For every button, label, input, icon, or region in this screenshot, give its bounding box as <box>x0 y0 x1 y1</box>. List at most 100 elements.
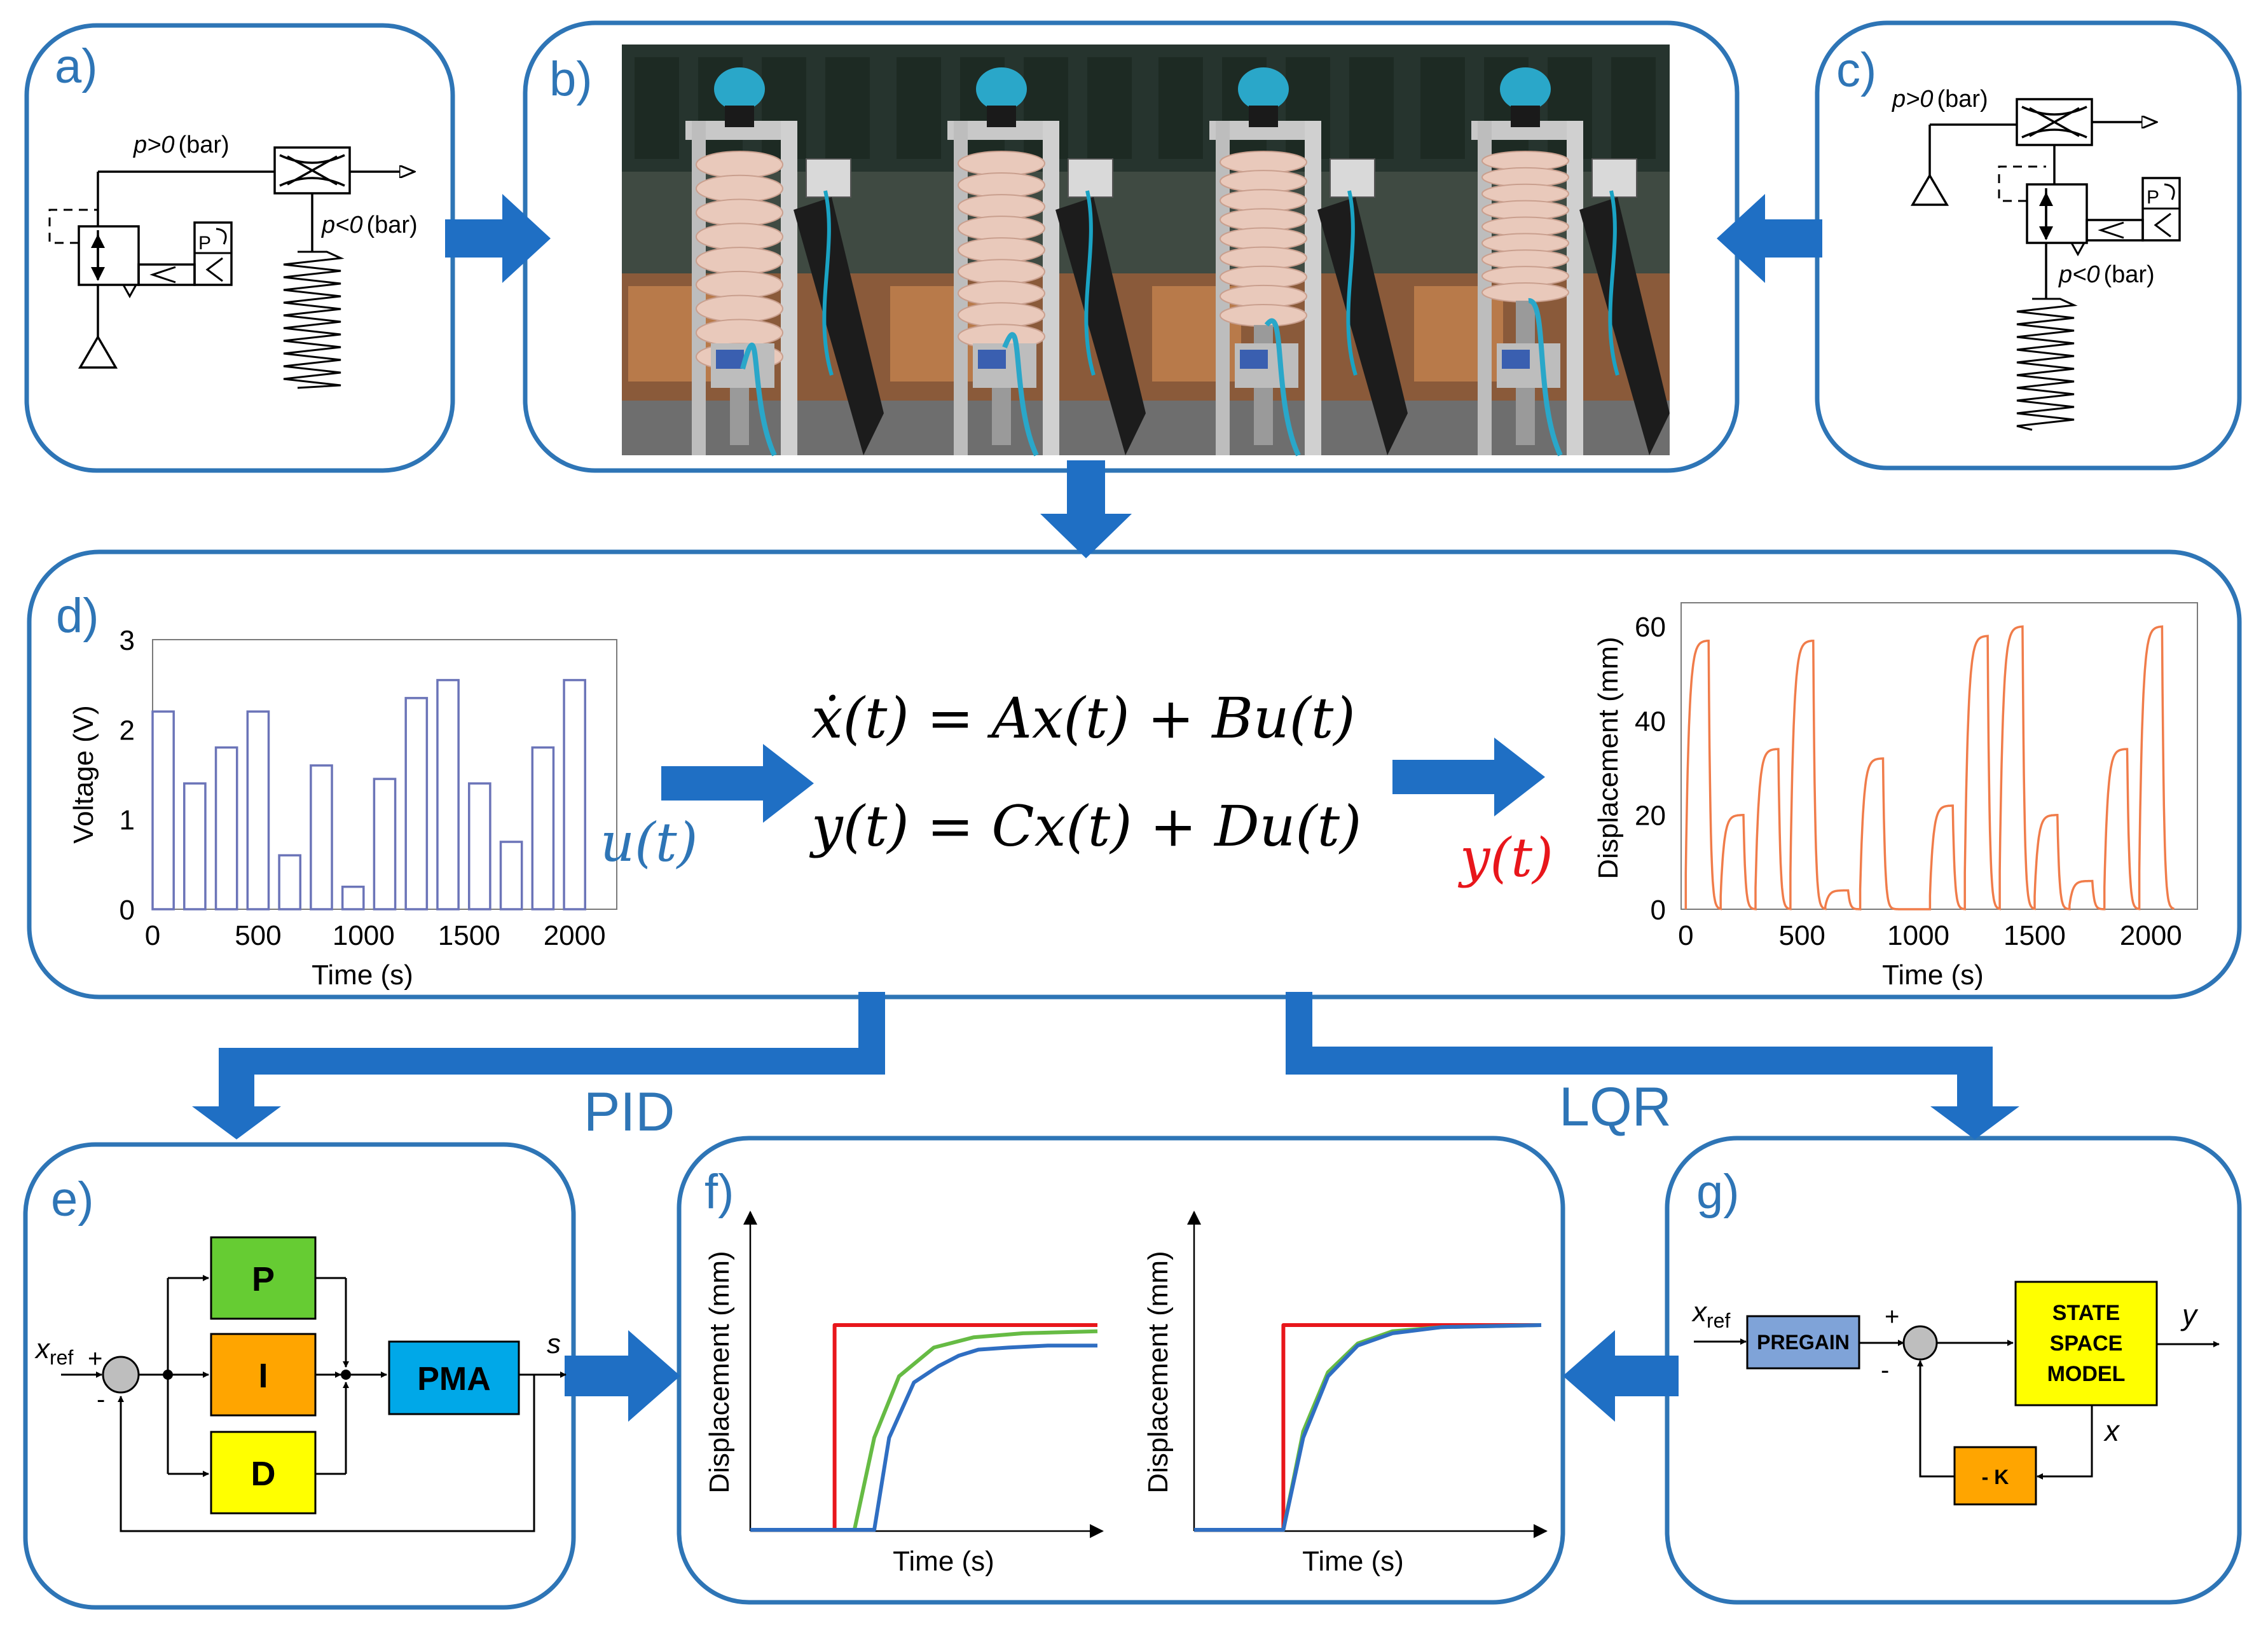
arrow-e-to-f <box>565 1330 680 1422</box>
input-ytick: 1 <box>120 805 135 836</box>
response-green <box>750 1329 1098 1532</box>
model-label-1: STATE <box>2052 1301 2120 1325</box>
arrow-a-to-b <box>445 194 551 283</box>
arrow-pid-branch <box>192 992 885 1139</box>
input-signal-label: u(t) <box>600 811 698 874</box>
output-xtick: 500 <box>1778 920 1825 951</box>
output-xtick: 1500 <box>2003 920 2066 951</box>
input-ytick: 3 <box>120 625 135 656</box>
state-equation: ẋ(t) = Ax(t) + Bu(t) <box>811 685 1356 751</box>
p-block-label: P <box>252 1260 275 1298</box>
output-chart-xlabel: Time (s) <box>1882 959 1984 991</box>
input-bar <box>341 885 365 911</box>
arrow-lqr-branch <box>1286 992 2019 1139</box>
input-bar <box>531 746 555 911</box>
i-block <box>210 1333 317 1417</box>
panel-label-e: e) <box>51 1172 94 1227</box>
input-bar <box>310 764 333 911</box>
input-bar <box>563 678 586 911</box>
panel-label-f: f) <box>704 1165 734 1219</box>
response-pid-ylabel: Displacement (mm) <box>704 1251 735 1493</box>
response-lqr-xlabel: Time (s) <box>1302 1546 1404 1577</box>
lqr-branch-label: LQR <box>1559 1076 1672 1138</box>
pregain-block <box>1746 1315 1860 1370</box>
label-p-pos-a: p>0(bar) <box>133 132 230 158</box>
pid-summing-junction <box>102 1356 140 1394</box>
panel-label-b: b) <box>549 52 593 106</box>
panel-label-c: c) <box>1836 43 1876 97</box>
input-xtick: 0 <box>145 920 160 951</box>
output-xtick: 1000 <box>1887 920 1949 951</box>
pneumatic-schematic-a: P p>0(bar) p<0(bar) <box>48 132 418 389</box>
input-ytick: 2 <box>120 715 135 746</box>
output-xtick: 2000 <box>2120 920 2182 951</box>
input-bar <box>404 697 429 911</box>
bellows-c <box>2016 298 2078 431</box>
input-bar <box>151 710 175 911</box>
input-xtick: 1000 <box>333 920 395 951</box>
photo-frame <box>622 45 884 457</box>
pid-xref: xref <box>34 1333 73 1369</box>
response-lqr-ylabel: Displacement (mm) <box>1143 1251 1174 1493</box>
input-bar <box>499 841 523 911</box>
output-ytick: 40 <box>1635 706 1666 737</box>
input-bar <box>278 854 302 911</box>
output-ytick: 60 <box>1635 612 1666 643</box>
i-block-label: I <box>258 1357 268 1395</box>
actuator-photo-strip <box>622 45 1670 457</box>
response-pid-xlabel: Time (s) <box>893 1546 994 1577</box>
pid-branch-label: PID <box>584 1082 675 1143</box>
state-space-equations: ẋ(t) = Ax(t) + Bu(t) y(t) = Cx(t) + Du(t… <box>600 685 1553 889</box>
model-label-2: SPACE <box>2050 1331 2123 1356</box>
label-p-neg-a: p<0(bar) <box>321 212 418 238</box>
state-space-model-block <box>2014 1281 2158 1406</box>
input-bar <box>246 710 270 911</box>
input-bar <box>436 678 460 911</box>
lqr-summing-junction <box>1902 1325 1938 1361</box>
lqr-block-diagram: xref PREGAIN + - STATE SPACE MODEL y x -… <box>1691 1281 2220 1506</box>
lqr-minus: - <box>1881 1356 1889 1384</box>
valve-p-letter: P <box>198 233 211 254</box>
label-p-neg-c: p<0(bar) <box>2058 261 2155 288</box>
panel-label-a: a) <box>55 39 98 93</box>
lqr-plus: + <box>1885 1303 1899 1331</box>
pid-output-s: s <box>547 1328 561 1359</box>
lqr-xref: xref <box>1691 1296 1730 1332</box>
input-ytick: 0 <box>120 895 135 926</box>
input-bar <box>373 778 397 911</box>
output-chart-ylabel: Displacement (mm) <box>1593 636 1624 879</box>
pma-block-label: PMA <box>417 1361 491 1398</box>
pid-plus: + <box>88 1345 102 1373</box>
label-p-pos-c: p>0(bar) <box>1892 86 1988 113</box>
valve-c-p-letter: P <box>2147 187 2159 208</box>
pma-block <box>388 1340 520 1415</box>
arrow-input-to-eq <box>661 744 814 823</box>
pneumatic-schematic-c: P p>0(bar) p<0(bar) <box>1892 86 2181 431</box>
panel-f <box>677 1136 1565 1605</box>
input-bar <box>214 746 238 911</box>
gain-k-label: - K <box>1982 1466 2009 1488</box>
output-signal-label: y(t) <box>1457 827 1553 889</box>
photo-frame <box>1146 45 1408 457</box>
pid-block-diagram: xref + - P I D PMA s <box>34 1236 567 1532</box>
output-ytick: 20 <box>1635 801 1666 832</box>
p-block <box>210 1236 317 1320</box>
output-ytick: 0 <box>1651 895 1666 926</box>
response-plot-pid: Displacement (mm) Time (s) <box>704 1211 1104 1577</box>
gain-k-block <box>1953 1446 2037 1506</box>
photo-frame <box>884 45 1146 457</box>
lqr-state-x: x <box>2103 1414 2120 1447</box>
input-bar <box>467 782 491 911</box>
arrow-g-to-f <box>1563 1330 1679 1422</box>
input-xtick: 2000 <box>544 920 606 951</box>
output-xtick: 0 <box>1678 920 1693 951</box>
input-xtick: 500 <box>235 920 281 951</box>
output-displacement-chart: Displacement (mm) Time (s) 0 500 1000 1500 2… <box>1593 602 2198 991</box>
panel-label-g: g) <box>1696 1165 1740 1219</box>
lqr-output-y: y <box>2180 1298 2199 1331</box>
response-blue <box>750 1344 1097 1532</box>
panel-label-d: d) <box>56 589 99 643</box>
arrow-b-to-d <box>1040 460 1132 558</box>
d-block-label: D <box>251 1455 276 1493</box>
